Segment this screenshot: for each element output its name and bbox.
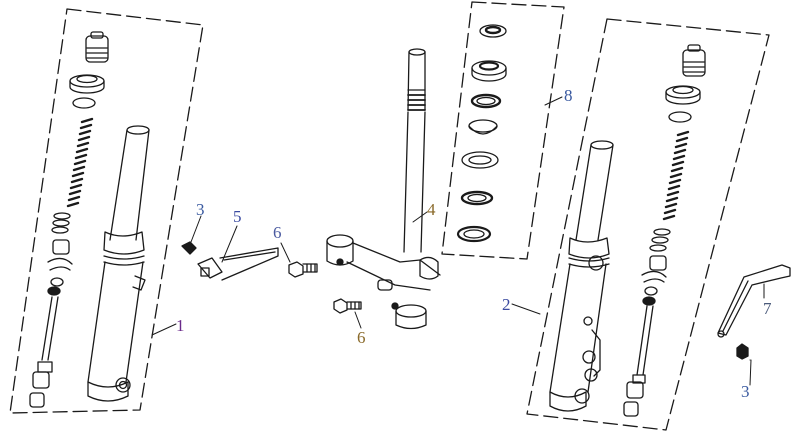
callout-1: 1 xyxy=(176,316,185,335)
leader-lines xyxy=(151,96,765,386)
left-fork-group-frame xyxy=(9,8,204,414)
callout-7: 7 xyxy=(763,299,772,318)
callout-4: 4 xyxy=(427,200,436,219)
callout-8: 8 xyxy=(564,86,573,105)
right-fork-group-frame xyxy=(526,18,770,431)
callout-3-right: 3 xyxy=(741,382,750,401)
bracket-arm-7-part xyxy=(717,264,791,360)
callout-2: 2 xyxy=(502,295,511,314)
left-fork-tube xyxy=(87,125,150,402)
bearing-kit-frame xyxy=(441,1,565,260)
bearing-kit-parts xyxy=(456,24,507,243)
callout-5: 5 xyxy=(233,207,242,226)
callout-6-upper: 6 xyxy=(273,223,282,242)
bracket-5-parts xyxy=(181,241,318,281)
callout-6-lower: 6 xyxy=(357,328,366,347)
steering-stem-part xyxy=(326,48,441,330)
right-fork-parts xyxy=(549,44,706,417)
left-fork-parts xyxy=(29,31,109,408)
callout-3-left: 3 xyxy=(196,200,205,219)
